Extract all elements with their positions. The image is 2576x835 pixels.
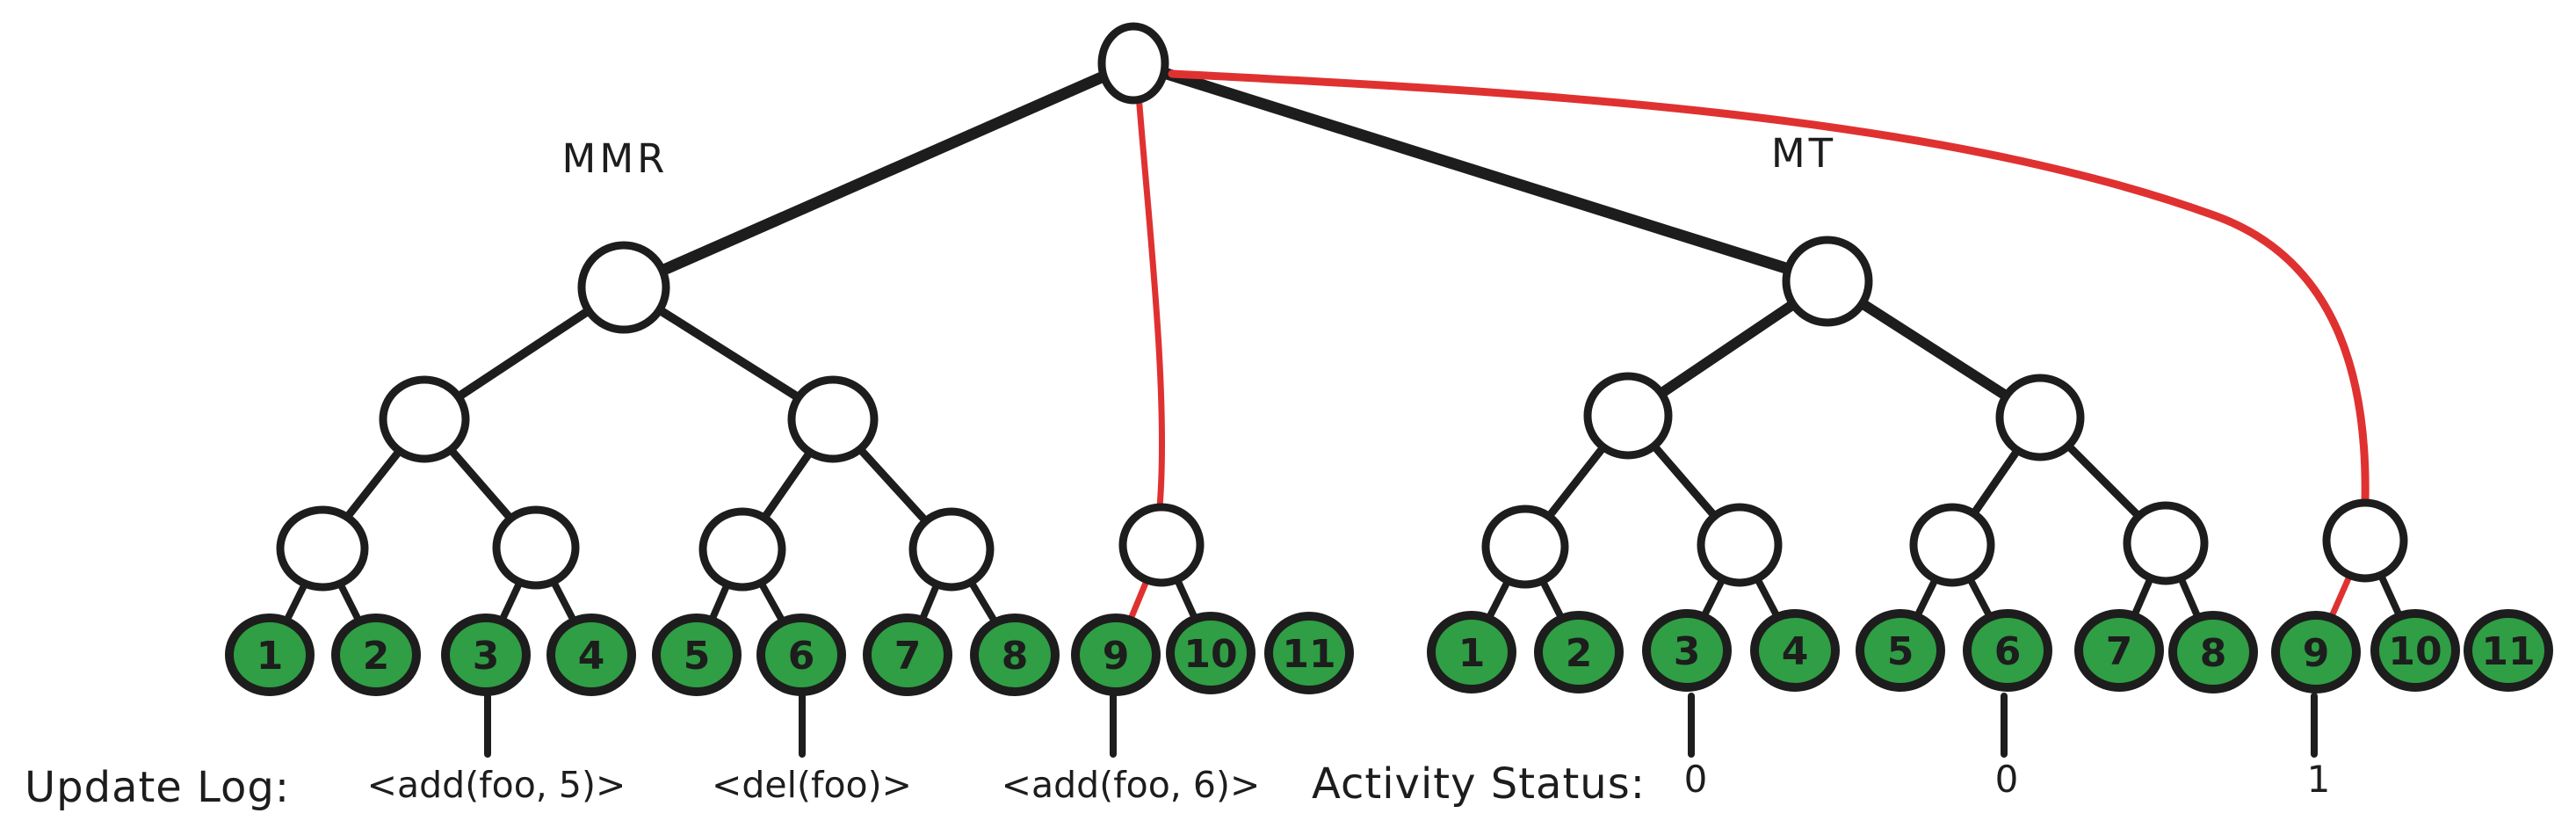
node-mt-l4d — [2123, 501, 2209, 585]
node-label-mt-leaf-3: 3 — [1674, 629, 1701, 674]
node-mmr-leaf-5 — [652, 614, 742, 696]
node-mmr-leaf-3 — [441, 614, 531, 696]
mt-tree-label: MT — [1771, 130, 1836, 177]
node-mt-leaf-6 — [1963, 609, 2052, 692]
node-mmr-leaf-11 — [1264, 612, 1354, 694]
node-mmr-leaf-2 — [331, 614, 421, 696]
node-mmr-l4e — [1118, 503, 1205, 587]
connectors-layer — [484, 693, 2318, 758]
node-label-mmr-leaf-8: 8 — [1002, 634, 1029, 679]
node-mmr-l4b — [492, 505, 580, 590]
node-mt-l4c — [1909, 503, 1995, 587]
node-mt-root — [1782, 236, 1873, 327]
node-mmr-l4d — [908, 507, 995, 592]
node-mmr-leaf-6 — [756, 614, 846, 696]
node-label-mmr-leaf-2: 2 — [363, 634, 390, 679]
node-mmr-leaf-7 — [863, 614, 952, 696]
node-label-mmr-leaf-1: 1 — [257, 634, 284, 679]
node-label-mmr-leaf-3: 3 — [473, 634, 500, 679]
update-log-entry-2: <del(foo)> — [712, 764, 912, 806]
edge-root-mt-root — [1127, 57, 1834, 287]
node-mt-l4a — [1481, 505, 1569, 589]
node-mmr-leaf-8 — [970, 614, 1060, 696]
node-mt-leaf-2 — [1534, 611, 1624, 693]
node-mmr-l4c — [698, 507, 786, 592]
node-mt-leaf-8 — [2168, 611, 2258, 693]
node-mt-leaf-11 — [2464, 609, 2553, 692]
update-log-entry-3: <add(foo, 6)> — [1002, 764, 1261, 806]
node-mt-leaf-4 — [1750, 609, 1840, 692]
node-mt-l3a — [1583, 372, 1673, 460]
node-label-mmr-leaf-9: 9 — [1103, 634, 1130, 679]
node-label-mmr-leaf-4: 4 — [578, 634, 605, 679]
node-label-mmr-leaf-11: 11 — [1282, 632, 1335, 677]
node-mmr-leaf-1 — [225, 614, 315, 696]
node-mmr-l2 — [577, 241, 670, 334]
node-mmr-l3a — [379, 375, 470, 463]
node-label-mt-leaf-9: 9 — [2303, 631, 2330, 676]
node-mt-leaf-1 — [1427, 611, 1516, 693]
node-mt-l4b — [1697, 503, 1783, 587]
mmr-tree-label: MMR — [562, 135, 669, 182]
node-label-mt-leaf-8: 8 — [2200, 631, 2227, 676]
update-log-label: Update Log: — [25, 763, 290, 812]
activity-status-value-2: 0 — [1995, 758, 2019, 801]
node-mmr-leaf-9 — [1071, 614, 1161, 696]
node-mt-l4e — [2322, 498, 2408, 583]
activity-status-label: Activity Status: — [1312, 759, 1646, 809]
node-label-mt-leaf-1: 1 — [1458, 631, 1486, 676]
node-mmr-leaf-10 — [1166, 612, 1255, 694]
node-label-mmr-leaf-10: 10 — [1183, 632, 1237, 677]
node-mt-leaf-3 — [1642, 609, 1732, 692]
node-label-mt-leaf-4: 4 — [1782, 629, 1809, 674]
node-label-mmr-leaf-6: 6 — [788, 634, 815, 679]
node-mmr-leaf-4 — [546, 614, 636, 696]
red-path-root-to-mmr-peak — [1135, 91, 1166, 511]
node-label-mmr-leaf-5: 5 — [684, 634, 711, 679]
activity-status-value-1: 0 — [1684, 758, 1708, 801]
activity-status-value-3: 1 — [2307, 758, 2331, 801]
red-path-root-to-mt-peak — [1168, 69, 2370, 507]
node-mt-leaf-9 — [2271, 611, 2361, 693]
node-label-mt-leaf-2: 2 — [1566, 631, 1593, 676]
edge-root-mmr-l2 — [618, 57, 1140, 294]
update-log-entry-1: <add(foo, 5)> — [367, 764, 626, 806]
node-root — [1097, 22, 1169, 105]
node-label-mt-leaf-7: 7 — [2106, 629, 2133, 674]
node-mt-leaf-10 — [2370, 609, 2460, 692]
node-label-mt-leaf-10: 10 — [2388, 629, 2442, 674]
node-mmr-l3b — [787, 375, 879, 463]
node-label-mt-leaf-6: 6 — [1994, 629, 2022, 674]
texts-layer: MMR MT Update Log: Activity Status: <add… — [25, 130, 2330, 812]
node-label-mmr-leaf-7: 7 — [894, 634, 922, 679]
node-mmr-l4a — [276, 505, 369, 592]
node-mt-leaf-7 — [2074, 609, 2164, 692]
node-label-mt-leaf-11: 11 — [2481, 629, 2535, 674]
node-label-mt-leaf-5: 5 — [1887, 629, 1914, 674]
node-mt-l3b — [1995, 374, 2085, 461]
node-mt-leaf-5 — [1856, 609, 1945, 692]
